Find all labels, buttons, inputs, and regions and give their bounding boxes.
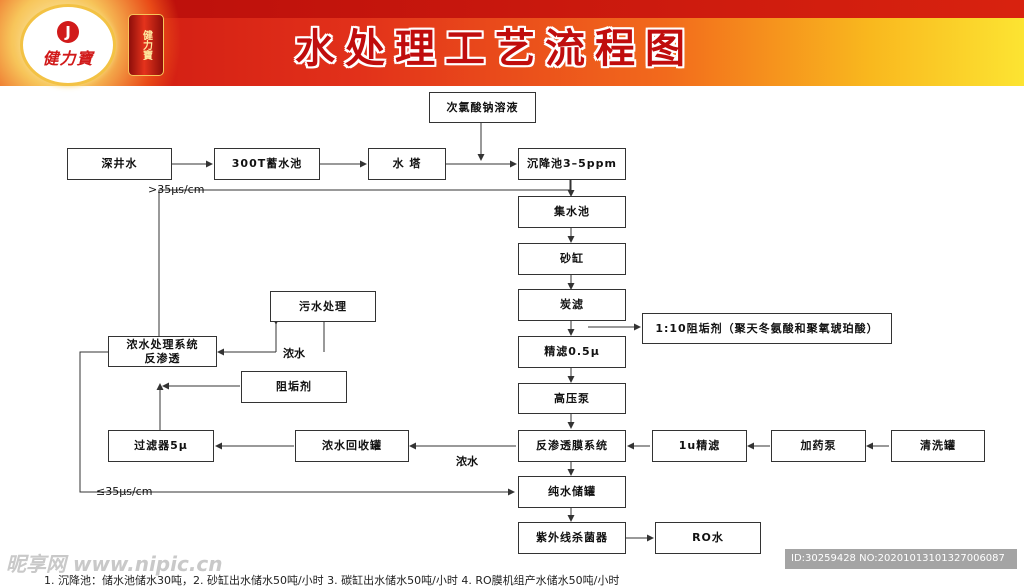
- node-pure-water-tank: 纯水储罐: [518, 476, 626, 508]
- header-top-band: [0, 0, 1024, 18]
- node-fine-filter: 精滤0.5μ: [518, 336, 626, 368]
- node-collection-pool: 集水池: [518, 196, 626, 228]
- node-ro-water: RO水: [655, 522, 761, 554]
- label-concentrate-from-ro: 浓水: [456, 455, 478, 468]
- node-sewage-treatment: 污水处理: [270, 291, 376, 322]
- node-concentrate-treatment-system: 浓水处理系统 反渗透: [108, 336, 217, 367]
- page-title: 水处理工艺流程图: [295, 26, 695, 72]
- node-sand-tank: 砂缸: [518, 243, 626, 275]
- node-dosing-pump: 加药泵: [771, 430, 866, 462]
- brand-logo: J 健力寶: [20, 4, 116, 86]
- node-deep-well-water: 深井水: [67, 148, 172, 180]
- node-scale-inhibitor-formula: 1:10阻垢剂（聚天冬氨酸和聚氧琥珀酸）: [642, 313, 892, 344]
- node-water-tower: 水 塔: [368, 148, 446, 180]
- node-sodium-hypochlorite: 次氯酸钠溶液: [429, 92, 536, 123]
- label-concentrate-to-sewage: 浓水: [283, 347, 305, 360]
- node-concentrate-recovery-tank: 浓水回收罐: [295, 430, 409, 462]
- node-ro-membrane-system: 反渗透膜系统: [518, 430, 626, 462]
- concentrate-system-line1: 浓水处理系统: [126, 337, 199, 351]
- node-sedimentation-pool: 沉降池3–5ppm: [518, 148, 626, 180]
- node-precision-filter-1u: 1u精滤: [652, 430, 747, 462]
- concentrate-system-line2: 反渗透: [144, 351, 181, 365]
- label-conductivity-low: ≤35μs/cm: [96, 485, 153, 498]
- watermark-id: ID:30259428 NO:20201013101327006087: [785, 549, 1017, 569]
- node-uv-sterilizer: 紫外线杀菌器: [518, 522, 626, 554]
- node-high-pressure-pump: 高压泵: [518, 383, 626, 414]
- can-text: 健力寶: [140, 30, 152, 60]
- node-storage-pool: 300T蓄水池: [214, 148, 320, 180]
- drink-can-image: 健力寶: [128, 14, 164, 76]
- node-scale-inhibitor: 阻垢剂: [241, 371, 347, 403]
- label-conductivity-high: >35μs/cm: [148, 183, 205, 196]
- header-banner: J 健力寶 健力寶 水处理工艺流程图: [0, 0, 1024, 86]
- logo-area: J 健力寶 健力寶: [0, 0, 215, 86]
- node-cleaning-tank: 清洗罐: [891, 430, 985, 462]
- watermark-left: 昵享网 www.nipic.cn: [6, 552, 223, 576]
- node-filter-5u: 过滤器5μ: [108, 430, 214, 462]
- node-carbon-filter: 炭滤: [518, 289, 626, 321]
- logo-mark-icon: J: [57, 21, 79, 43]
- logo-text: 健力寶: [42, 49, 94, 68]
